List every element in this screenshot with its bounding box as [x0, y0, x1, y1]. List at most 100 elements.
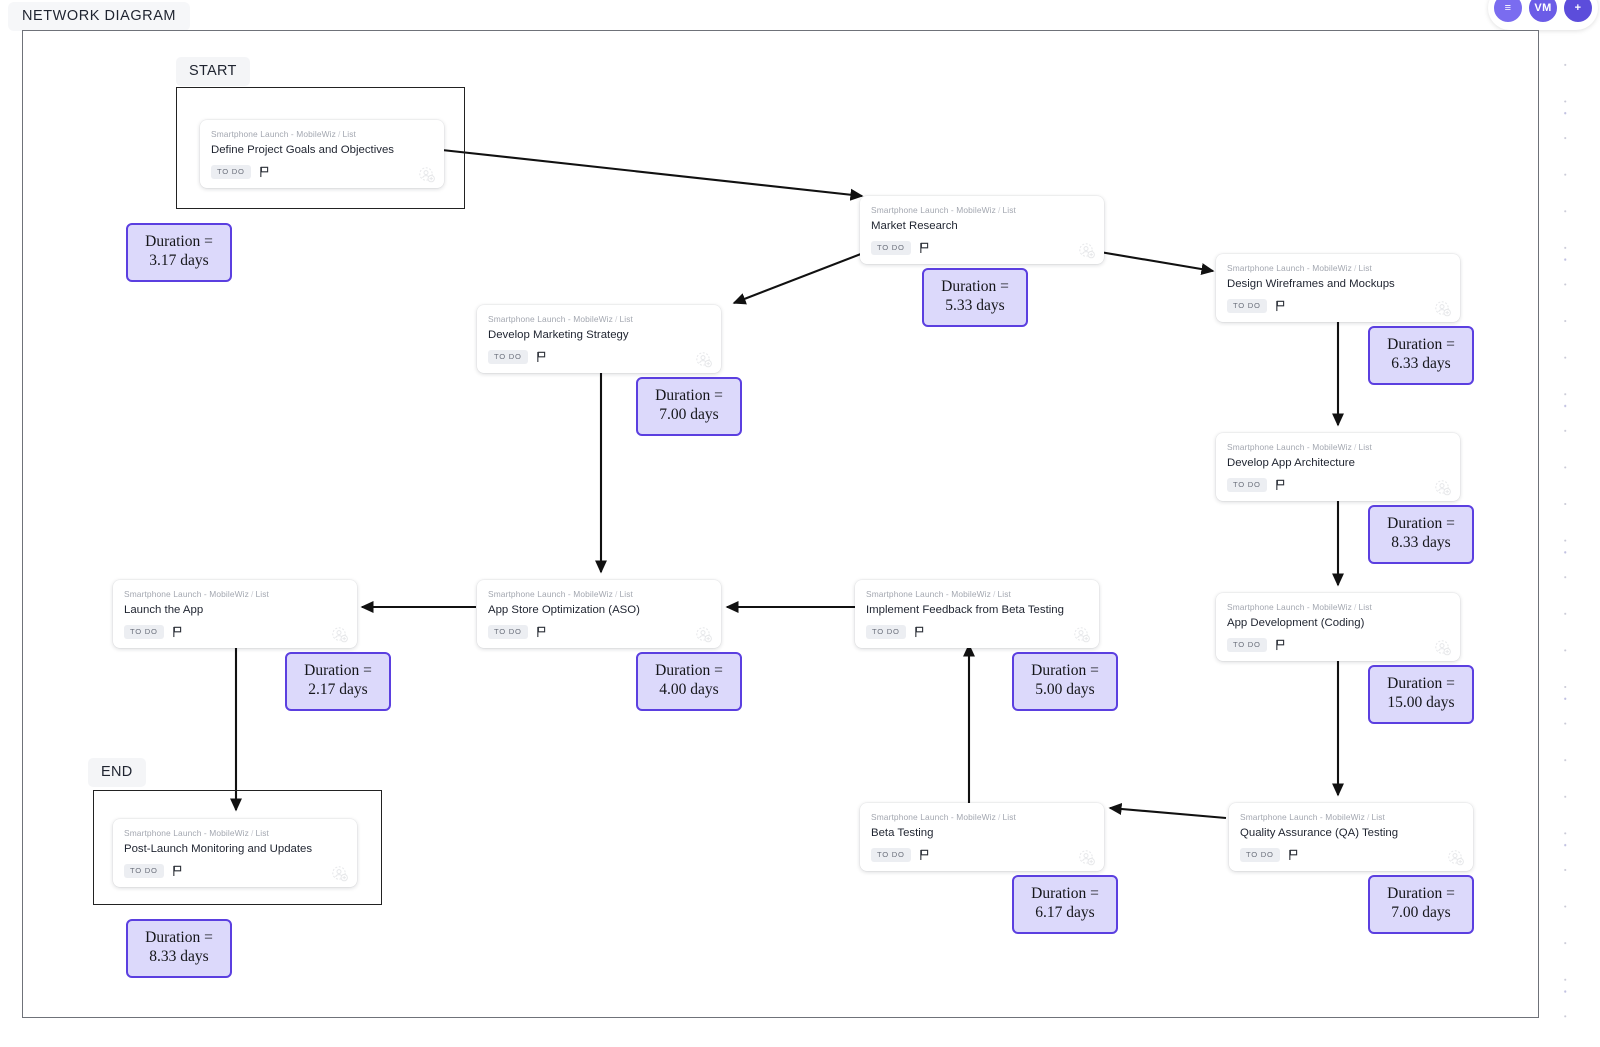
add-assignee-icon[interactable]: [1074, 627, 1090, 643]
task-card-implement-feedback[interactable]: Smartphone Launch - MobileWiz/List Imple…: [855, 580, 1099, 649]
card-footer: TO DO: [488, 624, 712, 643]
breadcrumb-view: List: [255, 589, 269, 599]
flag-icon[interactable]: [914, 626, 925, 638]
breadcrumb-separator: /: [337, 129, 341, 139]
add-assignee-icon[interactable]: [332, 627, 348, 643]
breadcrumb-view: List: [1002, 812, 1016, 822]
breadcrumb-separator: /: [614, 314, 618, 324]
add-collaborator-button[interactable]: +: [1562, 0, 1594, 24]
duration-label-post-launch-monitoring: Duration = 8.33 days: [126, 919, 232, 978]
status-badge[interactable]: TO DO: [1240, 847, 1280, 862]
status-badge[interactable]: TO DO: [871, 847, 911, 862]
status-badge[interactable]: TO DO: [866, 624, 906, 639]
status-badge[interactable]: TO DO: [1227, 298, 1267, 313]
card-footer: TO DO: [124, 863, 348, 882]
add-assignee-icon[interactable]: [419, 167, 435, 183]
breadcrumb-project: Smartphone Launch - MobileWiz: [866, 589, 991, 599]
add-assignee-icon[interactable]: [696, 627, 712, 643]
task-card-beta-testing[interactable]: Smartphone Launch - MobileWiz/List Beta …: [860, 803, 1104, 872]
breadcrumb-view: List: [1358, 442, 1372, 452]
flag-icon[interactable]: [172, 626, 183, 638]
avatar[interactable]: ≡: [1492, 0, 1524, 24]
duration-line-2: 6.17 days: [1035, 903, 1095, 921]
status-badge[interactable]: TO DO: [1227, 477, 1267, 492]
card-title: Market Research: [871, 220, 958, 232]
duration-line-1: Duration =: [655, 387, 723, 404]
duration-line-1: Duration =: [1387, 675, 1455, 692]
breadcrumb-project: Smartphone Launch - MobileWiz: [124, 589, 249, 599]
duration-line-1: Duration =: [145, 929, 213, 946]
breadcrumb-project: Smartphone Launch - MobileWiz: [211, 129, 336, 139]
task-card-launch-the-app[interactable]: Smartphone Launch - MobileWiz/List Launc…: [113, 580, 357, 649]
status-badge[interactable]: TO DO: [211, 164, 251, 179]
duration-line-2: 3.17 days: [149, 251, 209, 269]
task-card-design-wireframes[interactable]: Smartphone Launch - MobileWiz/List Desig…: [1216, 254, 1460, 323]
duration-line-2: 5.00 days: [1035, 680, 1095, 698]
add-assignee-icon[interactable]: [1079, 243, 1095, 259]
breadcrumb-project: Smartphone Launch - MobileWiz: [488, 589, 613, 599]
duration-label-implement-feedback: Duration = 5.00 days: [1012, 652, 1118, 711]
task-card-post-launch-monitoring[interactable]: Smartphone Launch - MobileWiz/List Post-…: [113, 819, 357, 888]
duration-line-1: Duration =: [1387, 515, 1455, 532]
flag-icon[interactable]: [172, 865, 183, 877]
breadcrumb-view: List: [997, 589, 1011, 599]
breadcrumb-project: Smartphone Launch - MobileWiz: [1227, 442, 1352, 452]
task-card-develop-marketing-strategy[interactable]: Smartphone Launch - MobileWiz/List Devel…: [477, 305, 721, 374]
status-badge[interactable]: TO DO: [1227, 637, 1267, 652]
duration-line-1: Duration =: [1387, 885, 1455, 902]
collaborator-avatar-bar[interactable]: ≡ VM +: [1488, 0, 1598, 30]
breadcrumb-separator: /: [1353, 263, 1357, 273]
flag-icon[interactable]: [1275, 639, 1286, 651]
card-title: App Development (Coding): [1227, 617, 1365, 629]
status-badge[interactable]: TO DO: [488, 624, 528, 639]
card-breadcrumb: Smartphone Launch - MobileWiz/List: [488, 589, 710, 599]
duration-line-2: 6.33 days: [1391, 354, 1451, 372]
breadcrumb-view: List: [619, 589, 633, 599]
status-badge[interactable]: TO DO: [124, 624, 164, 639]
add-assignee-icon[interactable]: [332, 866, 348, 882]
card-title: App Store Optimization (ASO): [488, 604, 640, 616]
page-title: NETWORK DIAGRAM: [8, 2, 191, 31]
add-assignee-icon[interactable]: [1448, 850, 1464, 866]
end-group-box[interactable]: [93, 790, 382, 905]
task-card-app-store-optimization[interactable]: Smartphone Launch - MobileWiz/List App S…: [477, 580, 721, 649]
task-card-define-project-goals[interactable]: Smartphone Launch - MobileWiz/List Defin…: [200, 120, 444, 189]
flag-icon[interactable]: [1288, 849, 1299, 861]
status-badge[interactable]: TO DO: [871, 240, 911, 255]
task-card-app-development-coding[interactable]: Smartphone Launch - MobileWiz/List App D…: [1216, 593, 1460, 662]
task-card-qa-testing[interactable]: Smartphone Launch - MobileWiz/List Quali…: [1229, 803, 1473, 872]
flag-icon[interactable]: [919, 242, 930, 254]
card-footer: TO DO: [124, 624, 348, 643]
flag-icon[interactable]: [1275, 300, 1286, 312]
flag-icon[interactable]: [536, 626, 547, 638]
add-assignee-icon[interactable]: [696, 352, 712, 368]
card-footer: TO DO: [488, 349, 712, 368]
task-card-market-research[interactable]: Smartphone Launch - MobileWiz/List Marke…: [860, 196, 1104, 265]
breadcrumb-view: List: [342, 129, 356, 139]
add-assignee-icon[interactable]: [1079, 850, 1095, 866]
card-title: Beta Testing: [871, 827, 934, 839]
add-assignee-icon[interactable]: [1435, 301, 1451, 317]
start-group-box[interactable]: [176, 87, 465, 209]
flag-icon[interactable]: [536, 351, 547, 363]
card-footer: TO DO: [866, 624, 1090, 643]
avatar[interactable]: VM: [1527, 0, 1559, 24]
breadcrumb-view: List: [1002, 205, 1016, 215]
card-title: Develop Marketing Strategy: [488, 329, 629, 341]
duration-label-launch-the-app: Duration = 2.17 days: [285, 652, 391, 711]
card-breadcrumb: Smartphone Launch - MobileWiz/List: [871, 812, 1093, 822]
add-assignee-icon[interactable]: [1435, 640, 1451, 656]
flag-icon[interactable]: [259, 166, 270, 178]
task-card-develop-app-architecture[interactable]: Smartphone Launch - MobileWiz/List Devel…: [1216, 433, 1460, 502]
breadcrumb-separator: /: [250, 828, 254, 838]
breadcrumb-view: List: [1358, 602, 1372, 612]
add-assignee-icon[interactable]: [1435, 480, 1451, 496]
status-badge[interactable]: TO DO: [488, 349, 528, 364]
card-breadcrumb: Smartphone Launch - MobileWiz/List: [871, 205, 1093, 215]
status-badge[interactable]: TO DO: [124, 863, 164, 878]
duration-line-2: 15.00 days: [1387, 693, 1455, 711]
breadcrumb-view: List: [1358, 263, 1372, 273]
start-group-label: START: [176, 57, 250, 86]
flag-icon[interactable]: [919, 849, 930, 861]
flag-icon[interactable]: [1275, 479, 1286, 491]
